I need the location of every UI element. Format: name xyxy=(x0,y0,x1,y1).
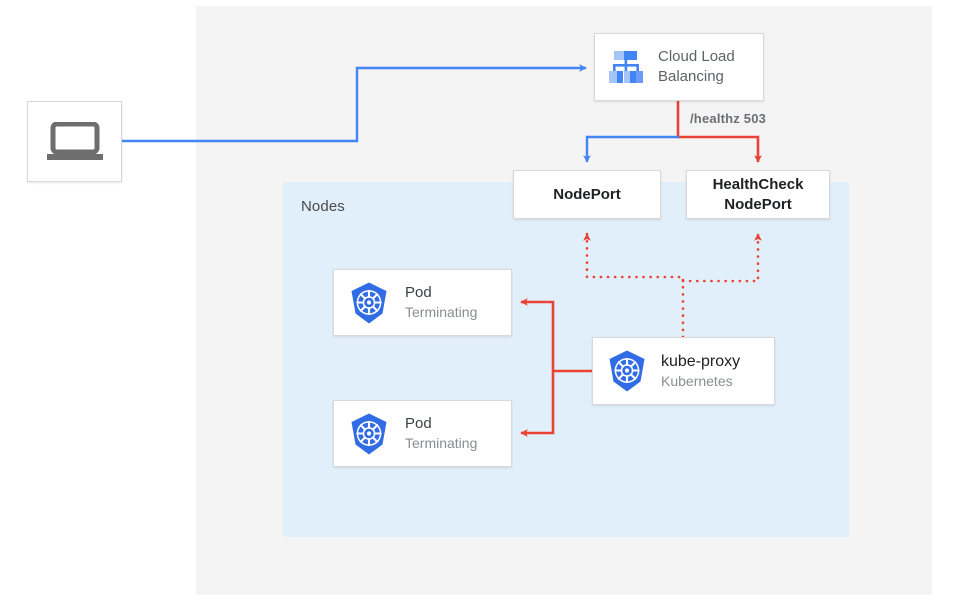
kubernetes-icon xyxy=(609,350,645,392)
laptop-icon xyxy=(46,121,103,160)
healthcheck-nodeport-label-line1: HealthCheck xyxy=(712,175,804,193)
cloud-load-balancing-title: Cloud Load xyxy=(658,48,735,65)
kube-proxy-subtitle: Kubernetes xyxy=(661,372,733,389)
kubernetes-icon xyxy=(351,282,387,323)
pod-status: Terminating xyxy=(405,304,478,320)
cloud-load-balancing-icon xyxy=(609,51,643,83)
nodeport-node: NodePort xyxy=(513,170,661,219)
kube-proxy-title: kube-proxy xyxy=(661,352,741,370)
pod-text: Pod Terminating xyxy=(405,283,477,322)
pod-title: Pod xyxy=(405,284,432,301)
pod-status: Terminating xyxy=(405,435,478,451)
pod-node: Pod Terminating xyxy=(333,269,512,336)
cloud-load-balancing-node: Cloud Load Balancing xyxy=(594,33,764,101)
cloud-load-balancing-title-line2: Balancing xyxy=(658,68,724,85)
pod-text: Pod Terminating xyxy=(405,414,477,453)
healthz-edge-label: /healthz 503 xyxy=(690,111,767,126)
cloud-load-balancing-text: Cloud Load Balancing xyxy=(658,47,735,87)
kube-proxy-node: kube-proxy Kubernetes xyxy=(592,337,775,405)
healthcheck-nodeport-label-line2: NodePort xyxy=(724,195,792,213)
pod-node: Pod Terminating xyxy=(333,400,512,467)
kube-proxy-text: kube-proxy Kubernetes xyxy=(661,352,740,391)
nodeport-label: NodePort xyxy=(553,185,621,203)
healthcheck-nodeport-node: HealthCheck NodePort xyxy=(686,170,830,219)
pod-title: Pod xyxy=(405,415,432,432)
kubernetes-icon xyxy=(351,413,387,454)
client-node xyxy=(27,101,122,182)
nodes-panel-label: Nodes xyxy=(301,198,345,215)
